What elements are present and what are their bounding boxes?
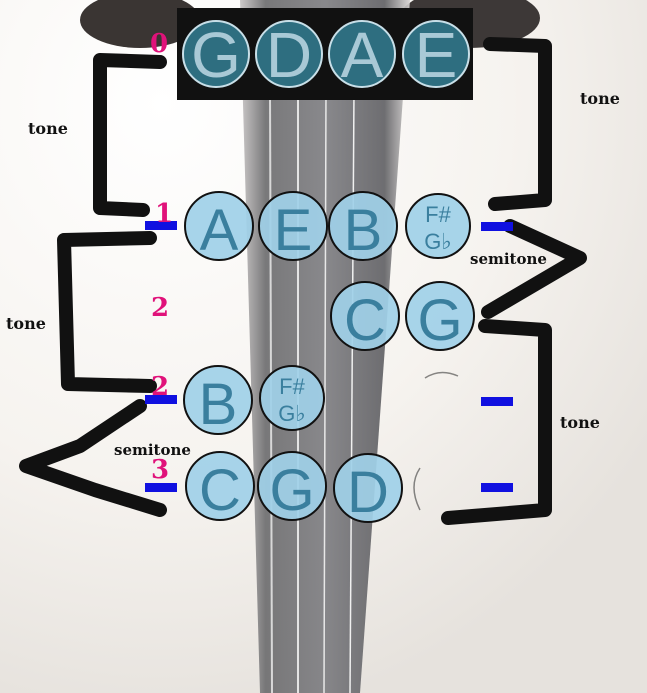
label-tone-top-right: tone — [580, 89, 620, 108]
svg-text:B: B — [199, 372, 238, 437]
svg-text:G: G — [191, 19, 241, 91]
open-string-d: D — [255, 19, 323, 91]
interval-brackets — [19, 37, 587, 525]
svg-text:B: B — [344, 198, 383, 263]
svg-text:F#: F# — [425, 202, 451, 227]
marker-right-2 — [481, 397, 513, 406]
svg-text:D: D — [266, 19, 312, 91]
finger-markers — [145, 221, 513, 492]
string-e — [349, 89, 355, 693]
note-g-second-finger-low: G — [405, 281, 475, 353]
svg-text:F#: F# — [279, 374, 305, 399]
bracket-second-to-third-left — [19, 399, 167, 517]
svg-text:G: G — [417, 288, 462, 353]
label-semitone-left: semitone — [114, 441, 191, 459]
svg-text:D: D — [347, 460, 389, 525]
bracket-first-to-second-right — [481, 219, 587, 319]
svg-text:G: G — [269, 458, 314, 523]
note-b-first-finger: B — [328, 191, 398, 263]
svg-text:C: C — [199, 458, 241, 523]
empty-position-outlines — [413, 371, 459, 511]
marker-right-1 — [481, 222, 513, 231]
svg-text:E: E — [274, 198, 313, 263]
finger-number-1: 1 — [155, 199, 173, 229]
note-g-third-finger: G — [257, 451, 327, 523]
empty-outline-lower — [413, 467, 421, 511]
finger-number-2-high: 2 — [151, 372, 169, 402]
marker-left-2 — [145, 395, 177, 404]
label-tone-top-left: tone — [28, 119, 68, 138]
svg-text:G♭: G♭ — [424, 229, 452, 254]
note-b-second-finger-high: B — [183, 365, 253, 437]
finger-number-3: 3 — [151, 455, 169, 485]
svg-text:C: C — [344, 288, 386, 353]
note-c-third-finger: C — [185, 451, 255, 523]
note-a-first-finger: A — [184, 191, 254, 263]
svg-text:G♭: G♭ — [278, 401, 306, 426]
note-d-third-finger: D — [333, 453, 403, 525]
note-e-first-finger: E — [258, 191, 328, 263]
open-string-e: E — [402, 19, 470, 91]
bracket-second-to-third-right — [441, 319, 552, 525]
svg-text:A: A — [341, 19, 384, 91]
label-semitone-right: semitone — [470, 250, 547, 268]
label-tone-right: tone — [560, 413, 600, 432]
finger-number-2-low: 2 — [151, 293, 169, 323]
finger-number-0: 0 — [150, 29, 168, 59]
note-f-sharp-second-finger-high: F# G♭ — [259, 365, 325, 431]
empty-outline-upper — [424, 371, 459, 379]
marker-right-3 — [481, 483, 513, 492]
note-f-sharp-first-finger: F# G♭ — [405, 193, 471, 259]
scroll-peg-left — [80, 0, 200, 48]
marker-left-1 — [145, 221, 177, 230]
svg-text:E: E — [415, 19, 458, 91]
label-tone-left: tone — [6, 314, 46, 333]
note-c-second-finger-low: C — [330, 281, 400, 353]
bracket-first-to-second-left — [57, 231, 157, 393]
open-string-a: A — [328, 19, 396, 91]
open-string-g: G — [182, 19, 250, 91]
bracket-open-to-first-right — [483, 37, 552, 211]
string-a — [323, 89, 327, 693]
bracket-open-to-first-left — [93, 53, 167, 217]
marker-left-3 — [145, 483, 177, 492]
svg-text:A: A — [200, 198, 239, 263]
